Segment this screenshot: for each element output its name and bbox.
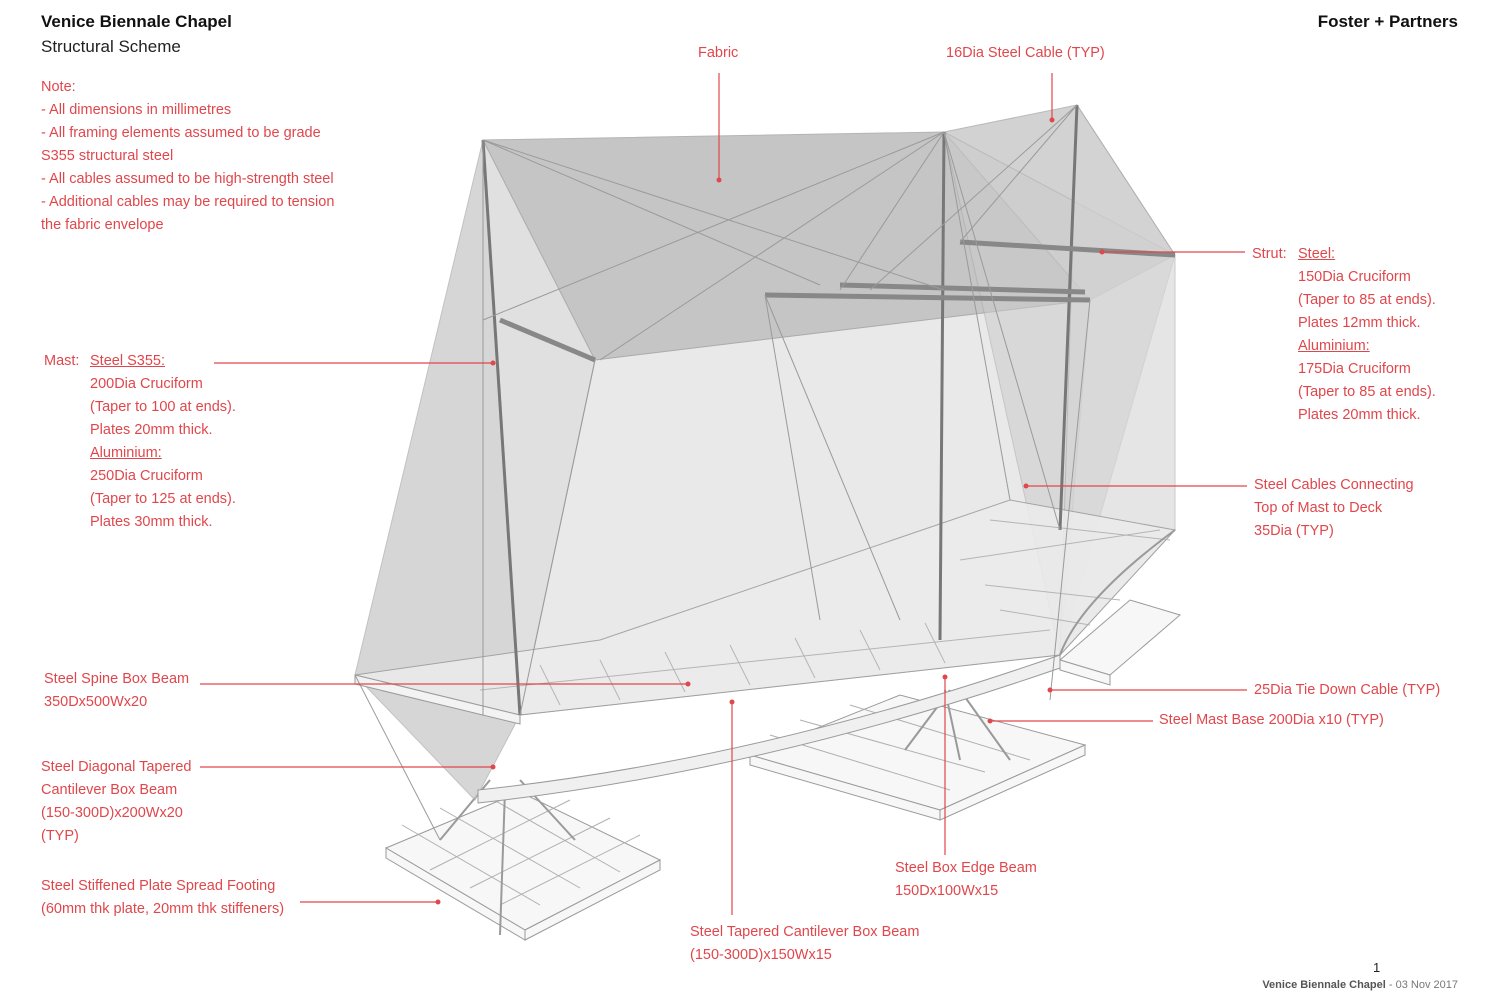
cables-connecting-line: Top of Mast to Deck: [1254, 500, 1383, 516]
edge-beam-line: 150Dx100Wx15: [895, 883, 999, 899]
strut-steel-heading: Steel:: [1298, 246, 1336, 262]
label-strut: Steel: 150Dia Cruciform (Taper to 85 at …: [1298, 243, 1436, 427]
label-mast-prefix: Mast:: [44, 353, 80, 369]
notes-heading: Note:: [41, 79, 76, 95]
diagonal-beam-line: (TYP): [41, 828, 79, 844]
label-mast: Steel S355: 200Dia Cruciform (Taper to 1…: [90, 350, 236, 534]
label-steel-cable: 16Dia Steel Cable (TYP): [946, 45, 1105, 61]
tapered-beam-line: Steel Tapered Cantilever Box Beam: [690, 924, 920, 940]
deck: [354, 499, 1176, 804]
mast-steel-line: Plates 20mm thick.: [90, 422, 213, 438]
footing-line: Steel Stiffened Plate Spread Footing: [41, 878, 276, 894]
edge-beam-line: Steel Box Edge Beam: [895, 860, 1037, 876]
mast-alu-line: 250Dia Cruciform: [90, 468, 203, 484]
tapered-beam-line: (150-300D)x150Wx15: [690, 947, 832, 963]
footer-date: - 03 Nov 2017: [1388, 979, 1458, 991]
page-title: Venice Biennale Chapel: [41, 12, 232, 31]
label-spine-beam: Steel Spine Box Beam 350Dx500Wx20: [44, 668, 189, 714]
leader-lines: [200, 73, 1247, 915]
spread-footing-left: [384, 791, 662, 941]
mast-alu-line: (Taper to 125 at ends).: [90, 491, 236, 507]
footing-line: (60mm thk plate, 20mm thk stiffeners): [41, 901, 285, 917]
struts: [499, 239, 1176, 363]
notes-line: - All cables assumed to be high-strength…: [41, 171, 334, 187]
notes-line: - Additional cables may be required to t…: [41, 194, 335, 210]
footer-project: Venice Biennale Chapel: [1262, 979, 1386, 991]
label-edge-beam: Steel Box Edge Beam 150Dx100Wx15: [895, 857, 1037, 903]
mast-alu-line: Plates 30mm thick.: [90, 514, 213, 530]
page-subtitle: Structural Scheme: [41, 37, 181, 56]
strut-alu-heading: Aluminium:: [1298, 338, 1370, 354]
strut-steel-line: (Taper to 85 at ends).: [1298, 292, 1436, 308]
label-fabric: Fabric: [698, 45, 739, 61]
mast-alu-heading: Aluminium:: [90, 445, 162, 461]
label-tapered-beam: Steel Tapered Cantilever Box Beam (150-3…: [690, 921, 919, 967]
brand-logo: Foster + Partners: [1317, 12, 1458, 31]
notes-line: - All dimensions in millimetres: [41, 102, 232, 118]
notes-line: S355 structural steel: [41, 148, 174, 164]
strut-steel-line: 150Dia Cruciform: [1298, 269, 1411, 285]
diagonal-beam-line: Cantilever Box Beam: [41, 782, 178, 798]
cables-connecting-line: Steel Cables Connecting: [1254, 477, 1414, 493]
strut-alu-line: 175Dia Cruciform: [1298, 361, 1411, 377]
footer-credit: Venice Biennale Chapel - 03 Nov 2017: [1262, 979, 1458, 991]
fabric-envelope: [354, 103, 1176, 801]
cables-connecting-line: 35Dia (TYP): [1254, 523, 1334, 539]
strut-alu-line: Plates 20mm thick.: [1298, 407, 1421, 423]
masts: [481, 104, 1079, 716]
leader-dots: [435, 117, 1105, 905]
strut-alu-line: (Taper to 85 at ends).: [1298, 384, 1436, 400]
diagonal-beam-line: Steel Diagonal Tapered: [41, 759, 192, 775]
notes-block: Note: - All dimensions in millimetres - …: [41, 76, 334, 237]
cables: [354, 104, 1091, 841]
mast-steel-heading: Steel S355:: [90, 353, 165, 369]
diagonal-beam-line: (150-300D)x200Wx20: [41, 805, 183, 821]
mast-steel-line: (Taper to 100 at ends).: [90, 399, 236, 415]
label-diagonal-beam: Steel Diagonal Tapered Cantilever Box Be…: [41, 756, 191, 848]
mast-steel-line: 200Dia Cruciform: [90, 376, 203, 392]
spine-beam-line: Steel Spine Box Beam: [44, 671, 190, 687]
label-mast-base: Steel Mast Base 200Dia x10 (TYP): [1159, 712, 1384, 728]
strut-steel-line: Plates 12mm thick.: [1298, 315, 1421, 331]
label-spread-footing: Steel Stiffened Plate Spread Footing (60…: [41, 875, 284, 921]
notes-line: - All framing elements assumed to be gra…: [41, 125, 321, 141]
spine-beam-line: 350Dx500Wx20: [44, 694, 148, 710]
notes-line: the fabric envelope: [41, 217, 164, 233]
label-cables-connecting: Steel Cables Connecting Top of Mast to D…: [1254, 474, 1414, 543]
label-tie-down-cable: 25Dia Tie Down Cable (TYP): [1254, 682, 1441, 698]
page-number: 1: [1373, 960, 1381, 975]
label-strut-prefix: Strut:: [1252, 246, 1287, 262]
